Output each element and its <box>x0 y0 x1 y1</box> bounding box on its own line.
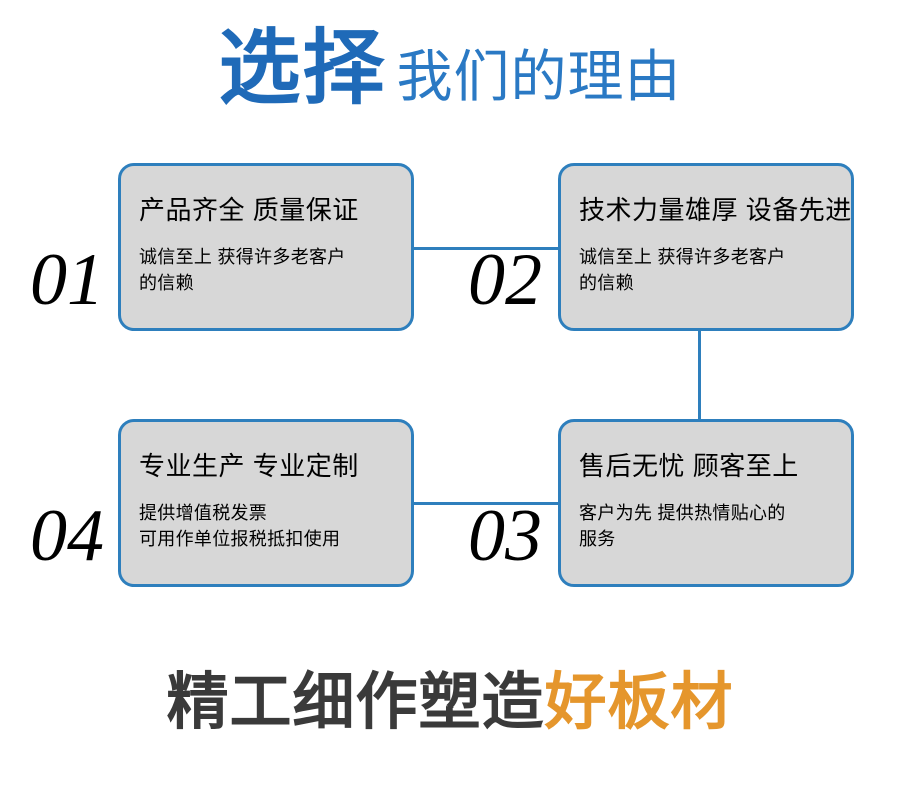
feature-card-body-line: 提供增值税发票 <box>139 503 268 523</box>
feature-card-body-line: 诚信至上 获得许多老客户 <box>579 247 786 267</box>
feature-card-body-line: 服务 <box>579 529 616 549</box>
feature-card-body-line: 的信赖 <box>139 273 194 293</box>
footer-slogan: 精工细作塑造好板材 <box>0 672 900 734</box>
feature-card-body: 诚信至上 获得许多老客户 的信赖 <box>579 244 841 296</box>
feature-card-body: 提供增值税发票 可用作单位报税抵扣使用 <box>139 500 401 552</box>
feature-card-03: 售后无忧 顾客至上 客户为先 提供热情贴心的 服务 <box>558 419 854 587</box>
step-number-02: 02 <box>468 239 542 321</box>
page-title: 选择我们的理由 <box>0 28 900 110</box>
step-number-01: 01 <box>30 239 104 321</box>
connector-line-card4-card3 <box>412 502 560 505</box>
step-number-04: 04 <box>30 495 104 577</box>
footer-slogan-accent: 好板材 <box>544 668 734 737</box>
feature-card-title: 专业生产 专业定制 <box>139 451 359 481</box>
connector-line-card2-card3 <box>698 330 701 422</box>
feature-card-body-line: 诚信至上 获得许多老客户 <box>139 247 346 267</box>
feature-card-title: 售后无忧 顾客至上 <box>579 451 799 481</box>
feature-card-body-line: 客户为先 提供热情贴心的 <box>579 503 786 523</box>
footer-slogan-primary: 精工细作塑造 <box>166 668 545 737</box>
step-number-03: 03 <box>468 495 542 577</box>
feature-card-02: 技术力量雄厚 设备先进 诚信至上 获得许多老客户 的信赖 <box>558 163 854 331</box>
feature-card-title: 产品齐全 质量保证 <box>139 195 359 225</box>
feature-card-01: 产品齐全 质量保证 诚信至上 获得许多老客户 的信赖 <box>118 163 414 331</box>
feature-card-body-line: 可用作单位报税抵扣使用 <box>139 529 341 549</box>
feature-card-body: 诚信至上 获得许多老客户 的信赖 <box>139 244 401 296</box>
page-title-subtext: 我们的理由 <box>396 45 682 108</box>
connector-line-card1-card2 <box>412 247 560 250</box>
feature-card-title: 技术力量雄厚 设备先进 <box>579 195 852 225</box>
feature-card-body-line: 的信赖 <box>579 273 634 293</box>
page-title-emphasis: 选择 <box>218 23 387 114</box>
feature-card-04: 专业生产 专业定制 提供增值税发票 可用作单位报税抵扣使用 <box>118 419 414 587</box>
feature-card-body: 客户为先 提供热情贴心的 服务 <box>579 500 841 552</box>
